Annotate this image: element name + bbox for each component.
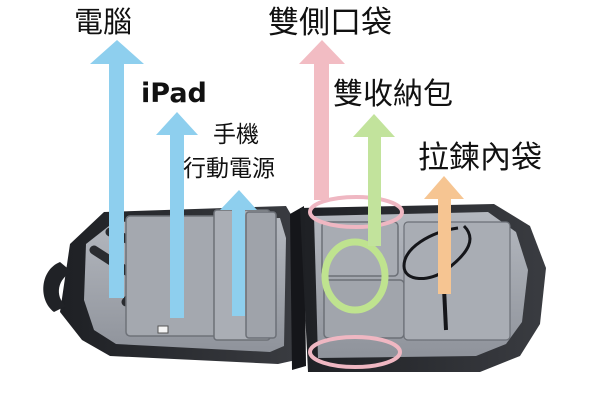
storage-pouch-ring-icon <box>321 238 389 314</box>
ipad-label: iPad <box>141 78 207 109</box>
left-handle <box>43 262 72 312</box>
sleeve-badge-icon <box>157 325 169 334</box>
up-arrow-icon <box>90 40 144 298</box>
up-arrow-icon <box>156 112 198 318</box>
up-arrow-icon <box>299 40 345 200</box>
storage-pouch-label: 雙收納包 <box>333 77 453 112</box>
up-arrow-icon <box>353 114 395 246</box>
up-arrow-icon <box>220 190 257 316</box>
zipper-pocket-label: 拉鍊內袋 <box>418 140 542 176</box>
zipper-pull <box>442 287 448 331</box>
power-bank-label: 行動電源 <box>183 156 275 182</box>
zip-inner-pocket <box>403 221 511 341</box>
up-arrow-icon <box>424 176 464 294</box>
side-pocket-top-ring-icon <box>308 195 404 229</box>
side-pockets-label: 雙側口袋 <box>268 5 392 41</box>
phone-label: 手機 <box>213 122 259 148</box>
side-pocket-bottom-ring-icon <box>308 335 402 369</box>
power-bank-pocket <box>245 211 277 339</box>
zipper-cord <box>402 224 472 280</box>
computer-label: 電腦 <box>74 5 133 39</box>
